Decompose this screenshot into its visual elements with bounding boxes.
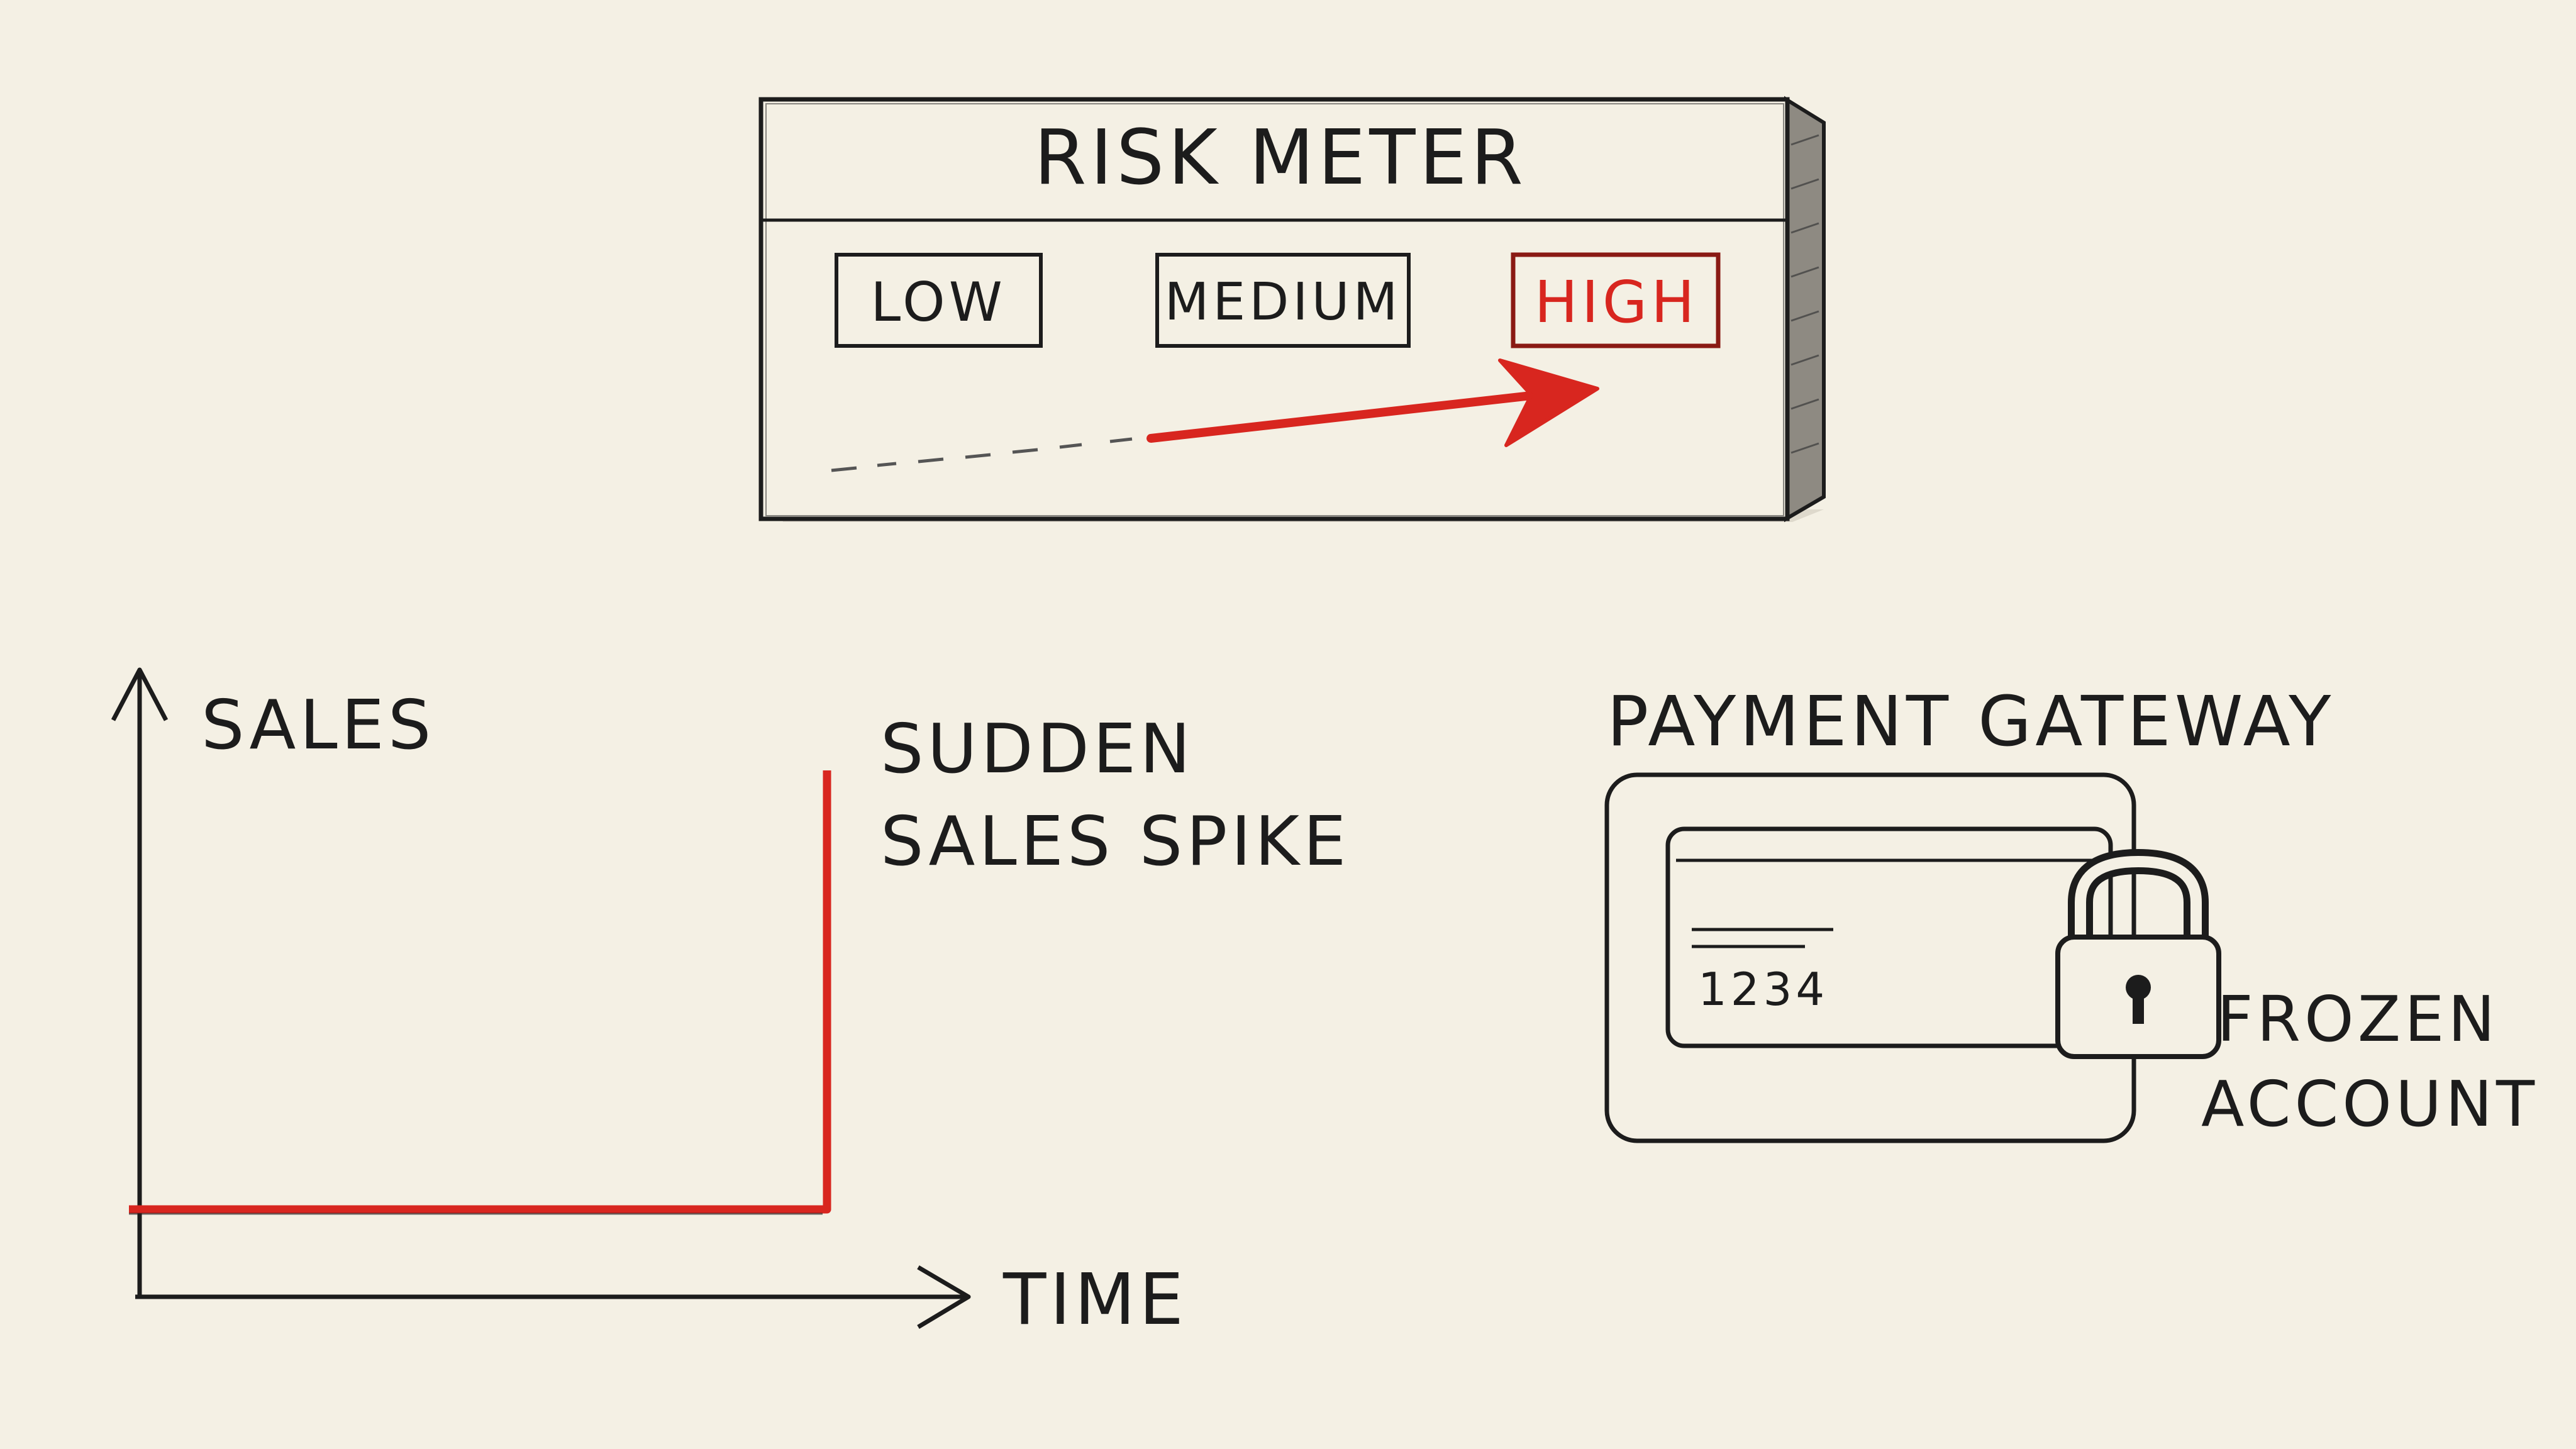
x-axis-arrowhead	[917, 1265, 971, 1330]
risk-meter: RISK METER LOW MEDIUM HIGH	[758, 96, 1826, 523]
risk-meter-title: RISK METER	[1034, 114, 1527, 202]
risk-meter-side	[1784, 96, 1826, 523]
spike-annotation-line1: SUDDEN	[880, 710, 1194, 789]
padlock-icon	[2055, 848, 2221, 1059]
sales-line	[129, 770, 831, 1214]
risk-level-low-box	[835, 253, 1043, 348]
payment-gateway: PAYMENT GATEWAY 1234 FROZEN ACCOUNT	[1604, 681, 2538, 1143]
risk-level-medium-box	[1155, 253, 1411, 348]
account-status-line1: FROZEN	[2217, 982, 2499, 1056]
risk-meter-frame	[758, 97, 1790, 521]
risk-level-high: HIGH	[1535, 269, 1699, 336]
x-axis-label: TIME	[1002, 1259, 1187, 1341]
card-number: 1234	[1698, 963, 1828, 1016]
spike-annotation-line2: SALES SPIKE	[880, 802, 1350, 881]
y-axis-arrowhead	[111, 667, 169, 721]
risk-trail-dashes	[831, 437, 1133, 472]
credit-card-icon: 1234	[1665, 826, 2113, 1048]
payment-gateway-title: PAYMENT GATEWAY	[1607, 681, 2334, 762]
account-status-line2: ACCOUNT	[2201, 1067, 2538, 1141]
risk-indicator-arrow	[1146, 358, 1599, 447]
y-axis-label: SALES	[201, 686, 435, 765]
risk-level-low: LOW	[870, 271, 1006, 334]
sales-chart: SALES TIME SUDDEN SALES SPIKE	[111, 667, 1350, 1341]
risk-level-high-box	[1511, 252, 1721, 348]
risk-level-medium: MEDIUM	[1165, 272, 1402, 332]
